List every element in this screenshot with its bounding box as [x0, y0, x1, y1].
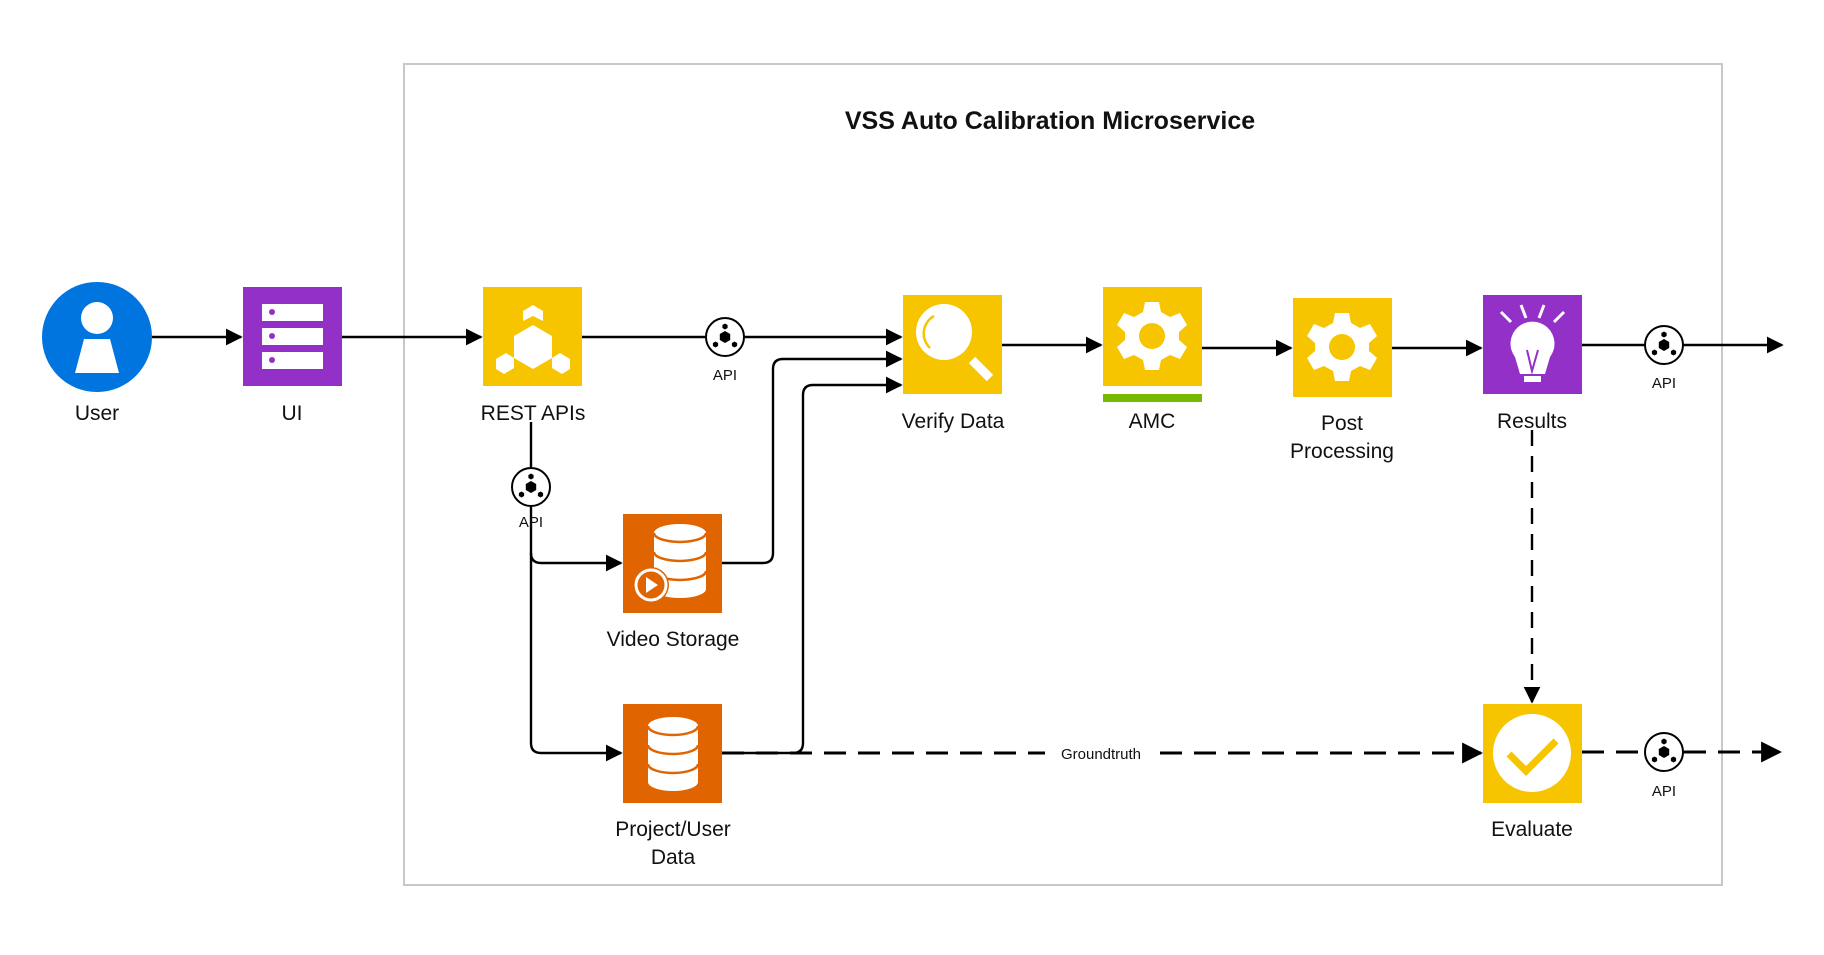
node-label: Processing: [1290, 440, 1394, 463]
api-badge[interactable]: API: [511, 467, 551, 531]
api-icon: [511, 467, 551, 507]
api-badge-label: API: [713, 367, 737, 384]
edge-rest-project: [529, 742, 623, 762]
node-label: Evaluate: [1491, 818, 1573, 841]
groundtruth-label: Groundtruth: [1061, 746, 1141, 763]
api-badge-label: API: [1652, 783, 1676, 800]
node-post-processing[interactable]: Post Processing: [1290, 298, 1394, 463]
node-label: User: [75, 402, 119, 425]
api-badge[interactable]: API: [1644, 325, 1684, 392]
node-label: Verify Data: [902, 410, 1005, 433]
node-label: Post: [1321, 412, 1363, 435]
api-badge-label: API: [519, 514, 543, 531]
node-label: Data: [651, 846, 696, 869]
node-label: REST APIs: [481, 402, 586, 425]
node-results[interactable]: Results: [1483, 295, 1582, 433]
node-video-storage[interactable]: Video Storage: [607, 514, 740, 651]
node-label: Results: [1497, 410, 1567, 433]
node-ui[interactable]: UI: [243, 287, 342, 425]
node-user[interactable]: User: [42, 282, 152, 425]
edge-rest-video: [529, 552, 623, 572]
api-badge[interactable]: API: [705, 317, 745, 384]
node-label: AMC: [1129, 410, 1176, 433]
api-icon: [1644, 732, 1684, 772]
user-icon: [42, 282, 152, 392]
node-label: Project/User: [615, 818, 731, 841]
node-evaluate[interactable]: Evaluate: [1483, 704, 1582, 841]
api-badge[interactable]: API: [1644, 732, 1684, 800]
node-verify-data[interactable]: Verify Data: [902, 295, 1005, 433]
edges: [152, 328, 1784, 764]
api-icon: [1644, 325, 1684, 365]
diagram-title: VSS Auto Calibration Microservice: [845, 107, 1255, 135]
microservice-boundary: [403, 63, 1723, 886]
edge-video-verify: [722, 350, 903, 565]
api-icon: [705, 317, 745, 357]
node-label: Video Storage: [607, 628, 740, 651]
node-project-user-data[interactable]: Project/User Data: [615, 704, 731, 869]
edge-project-verify: [722, 376, 903, 755]
node-rest-apis[interactable]: REST APIs: [481, 287, 586, 425]
api-badge-label: API: [1652, 375, 1676, 392]
node-label: UI: [282, 402, 303, 425]
amc-status-bar: [1103, 394, 1202, 402]
node-amc[interactable]: AMC: [1103, 287, 1202, 433]
